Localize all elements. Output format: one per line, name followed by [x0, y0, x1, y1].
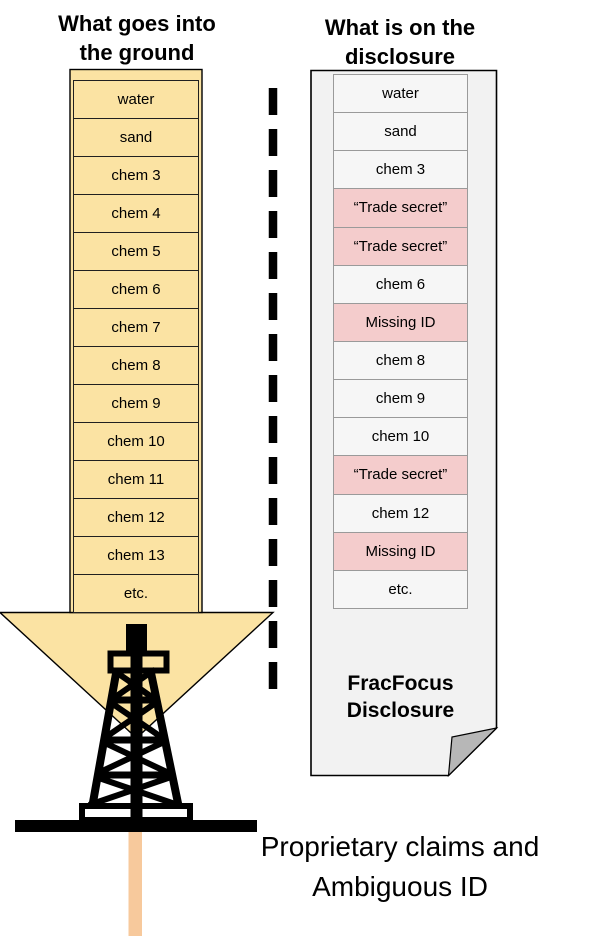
disclosure-row: chem 8: [333, 340, 468, 381]
ingredient-row: water: [73, 80, 199, 119]
disclosure-row: chem 9: [333, 379, 468, 419]
disclosure-row: chem 12: [333, 493, 468, 533]
redacted-row: Missing ID: [333, 302, 468, 342]
disclosure-row: water: [333, 74, 468, 114]
ingredient-row: chem 5: [73, 232, 199, 271]
ingredient-row: chem 6: [73, 270, 199, 309]
ingredient-row: sand: [73, 118, 199, 157]
ground-line: [15, 820, 257, 832]
ingredient-row: chem 11: [73, 460, 199, 499]
ingredient-row: chem 10: [73, 422, 199, 461]
redacted-row: “Trade secret”: [333, 188, 468, 228]
ingredient-row: chem 13: [73, 536, 199, 575]
left-title: What goes into the ground: [58, 11, 216, 65]
redacted-row: “Trade secret”: [333, 455, 468, 495]
ingredient-row: chem 3: [73, 156, 199, 195]
ingredient-row: chem 12: [73, 498, 199, 537]
disclosure-row: chem 10: [333, 417, 468, 457]
page-fold-icon: [447, 727, 499, 778]
ingredient-row: chem 4: [73, 194, 199, 233]
right-title: What is on the disclosure: [324, 15, 476, 69]
ingredient-row: etc.: [73, 574, 199, 613]
disclosure-row: chem 6: [333, 264, 468, 304]
disclosure-row: sand: [333, 112, 468, 152]
ingredient-row: chem 9: [73, 384, 199, 423]
disclosure-row: etc.: [333, 569, 468, 609]
redacted-row: “Trade secret”: [333, 226, 468, 266]
caption-text: Proprietary claims and Ambiguous ID: [260, 831, 540, 902]
ingredient-row: chem 7: [73, 308, 199, 347]
fracfocus-disclosure-label: FracFocus Disclosure: [346, 672, 455, 722]
redacted-row: Missing ID: [333, 531, 468, 571]
oil-derrick-icon: [79, 624, 193, 823]
ingredient-row: chem 8: [73, 346, 199, 385]
disclosure-row: chem 3: [333, 150, 468, 190]
well-pipe: [128, 821, 142, 936]
